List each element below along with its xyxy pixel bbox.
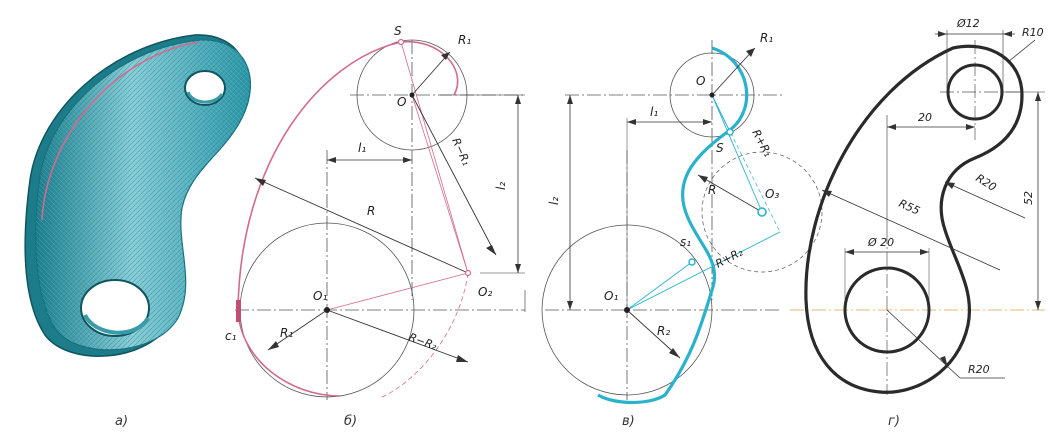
label-o: O	[696, 74, 705, 88]
dim-r55: R55	[897, 197, 922, 218]
label-r-plus-r1: R+R₁	[749, 127, 774, 159]
part-edge-highlight	[41, 41, 199, 221]
label-l2: l₂	[547, 197, 561, 205]
caption-b: б)	[344, 414, 357, 429]
label-r-minus-r1: R−R₁	[449, 136, 473, 168]
label-r-minus-r2: R−R₂	[407, 331, 439, 353]
label-l2: l₂	[494, 182, 508, 190]
caption-v: в)	[622, 414, 635, 429]
label-r2: R₂	[657, 324, 670, 338]
label-r1-top: R₁	[458, 33, 471, 47]
outer-arc-r	[237, 41, 402, 311]
dim-d12: Ø12	[956, 17, 980, 30]
label-s: S	[716, 141, 724, 155]
panel-v-construction: R₁ O l₁ S R+R₁ R O₃ l₂ s₁ R+R₂ O₁ R₂	[541, 31, 823, 405]
label-o3: O₃	[765, 187, 779, 201]
dim-20: 20	[918, 111, 932, 124]
upper-hole	[184, 70, 226, 106]
label-r1: R₁	[760, 31, 773, 45]
label-o1: O₁	[604, 289, 618, 303]
dim-d20-hole: Ø 20	[867, 236, 894, 249]
dim-r10: R10	[1022, 26, 1044, 39]
label-r-plus-r2: R+R₂	[713, 245, 745, 270]
caption-a: а)	[115, 414, 128, 429]
panel-b-construction: S O O₁ O₂ R₁ R R−R₁ l₁ l₂ R₁ R−R₂ c₁	[225, 24, 526, 400]
dim-r20-inner: R20	[973, 172, 998, 194]
label-o2: O₂	[478, 285, 492, 299]
label-r1-bottom: R₁	[280, 326, 293, 340]
label-o: O	[397, 95, 406, 109]
caption-g: г)	[888, 414, 900, 429]
label-l1: l₁	[358, 141, 366, 155]
label-s: S	[394, 24, 402, 38]
label-r: R	[367, 204, 375, 218]
dim-52: 52	[1022, 191, 1035, 205]
label-s1: s₁	[680, 235, 691, 249]
dim-r20-outer: R20	[968, 363, 990, 376]
outer-contour	[804, 44, 1024, 394]
label-o1: O₁	[313, 289, 327, 303]
label-l1: l₁	[650, 105, 658, 119]
panel-a-isometric-part	[24, 34, 251, 357]
inner-contour-blue	[597, 46, 749, 405]
label-c1: c₁	[225, 329, 237, 343]
lower-hole	[80, 279, 150, 337]
label-r: R	[708, 183, 716, 197]
panel-g-finished-drawing: Ø12 R10 20 R20 52 R55 Ø 20 R20	[790, 17, 1045, 395]
